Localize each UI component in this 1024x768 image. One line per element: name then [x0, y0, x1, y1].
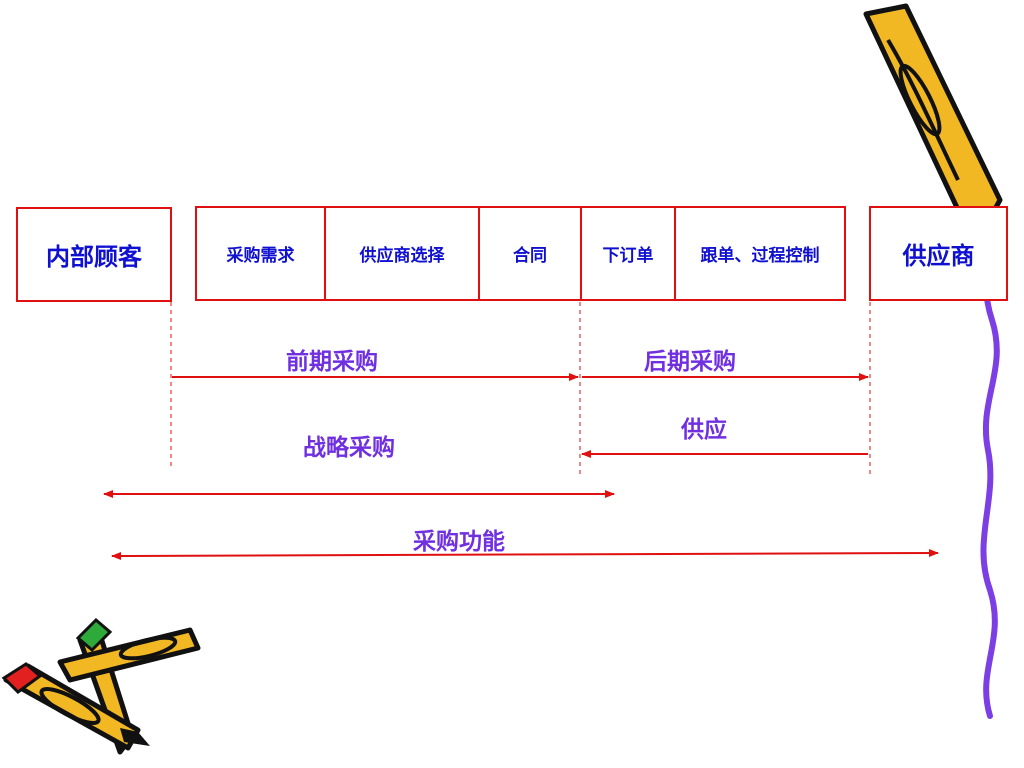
process-step-label: 采购需求 [226, 246, 295, 266]
supplier-box: 供应商 [869, 206, 1008, 301]
crossed-pencils-icon [1, 617, 201, 755]
strategic-procurement-label: 战略采购 [303, 435, 395, 461]
process-step-box: 供应商选择 [324, 206, 480, 301]
process-step-label: 跟单、过程控制 [700, 246, 820, 266]
internal-customer-box: 内部顾客 [16, 207, 172, 302]
process-step-box: 下订单 [580, 206, 676, 301]
dashed-guides [170, 302, 871, 476]
process-step-label: 合同 [513, 246, 547, 266]
supply-label: 供应 [681, 417, 727, 443]
early-procurement-label: 前期采购 [286, 349, 378, 375]
procurement-function-arrow [111, 549, 939, 560]
process-step-box: 合同 [478, 206, 582, 301]
supplier-label: 供应商 [902, 242, 975, 270]
process-step-label: 下订单 [602, 246, 654, 266]
process-step-box: 跟单、过程控制 [674, 206, 846, 301]
internal-customer-label: 内部顾客 [46, 243, 142, 271]
procurement-function-label: 采购功能 [413, 529, 505, 555]
late-procurement-label: 后期采购 [644, 349, 736, 375]
pencil-icon [863, 3, 1003, 240]
process-step-label: 供应商选择 [359, 246, 445, 266]
process-step-box: 采购需求 [195, 206, 326, 301]
